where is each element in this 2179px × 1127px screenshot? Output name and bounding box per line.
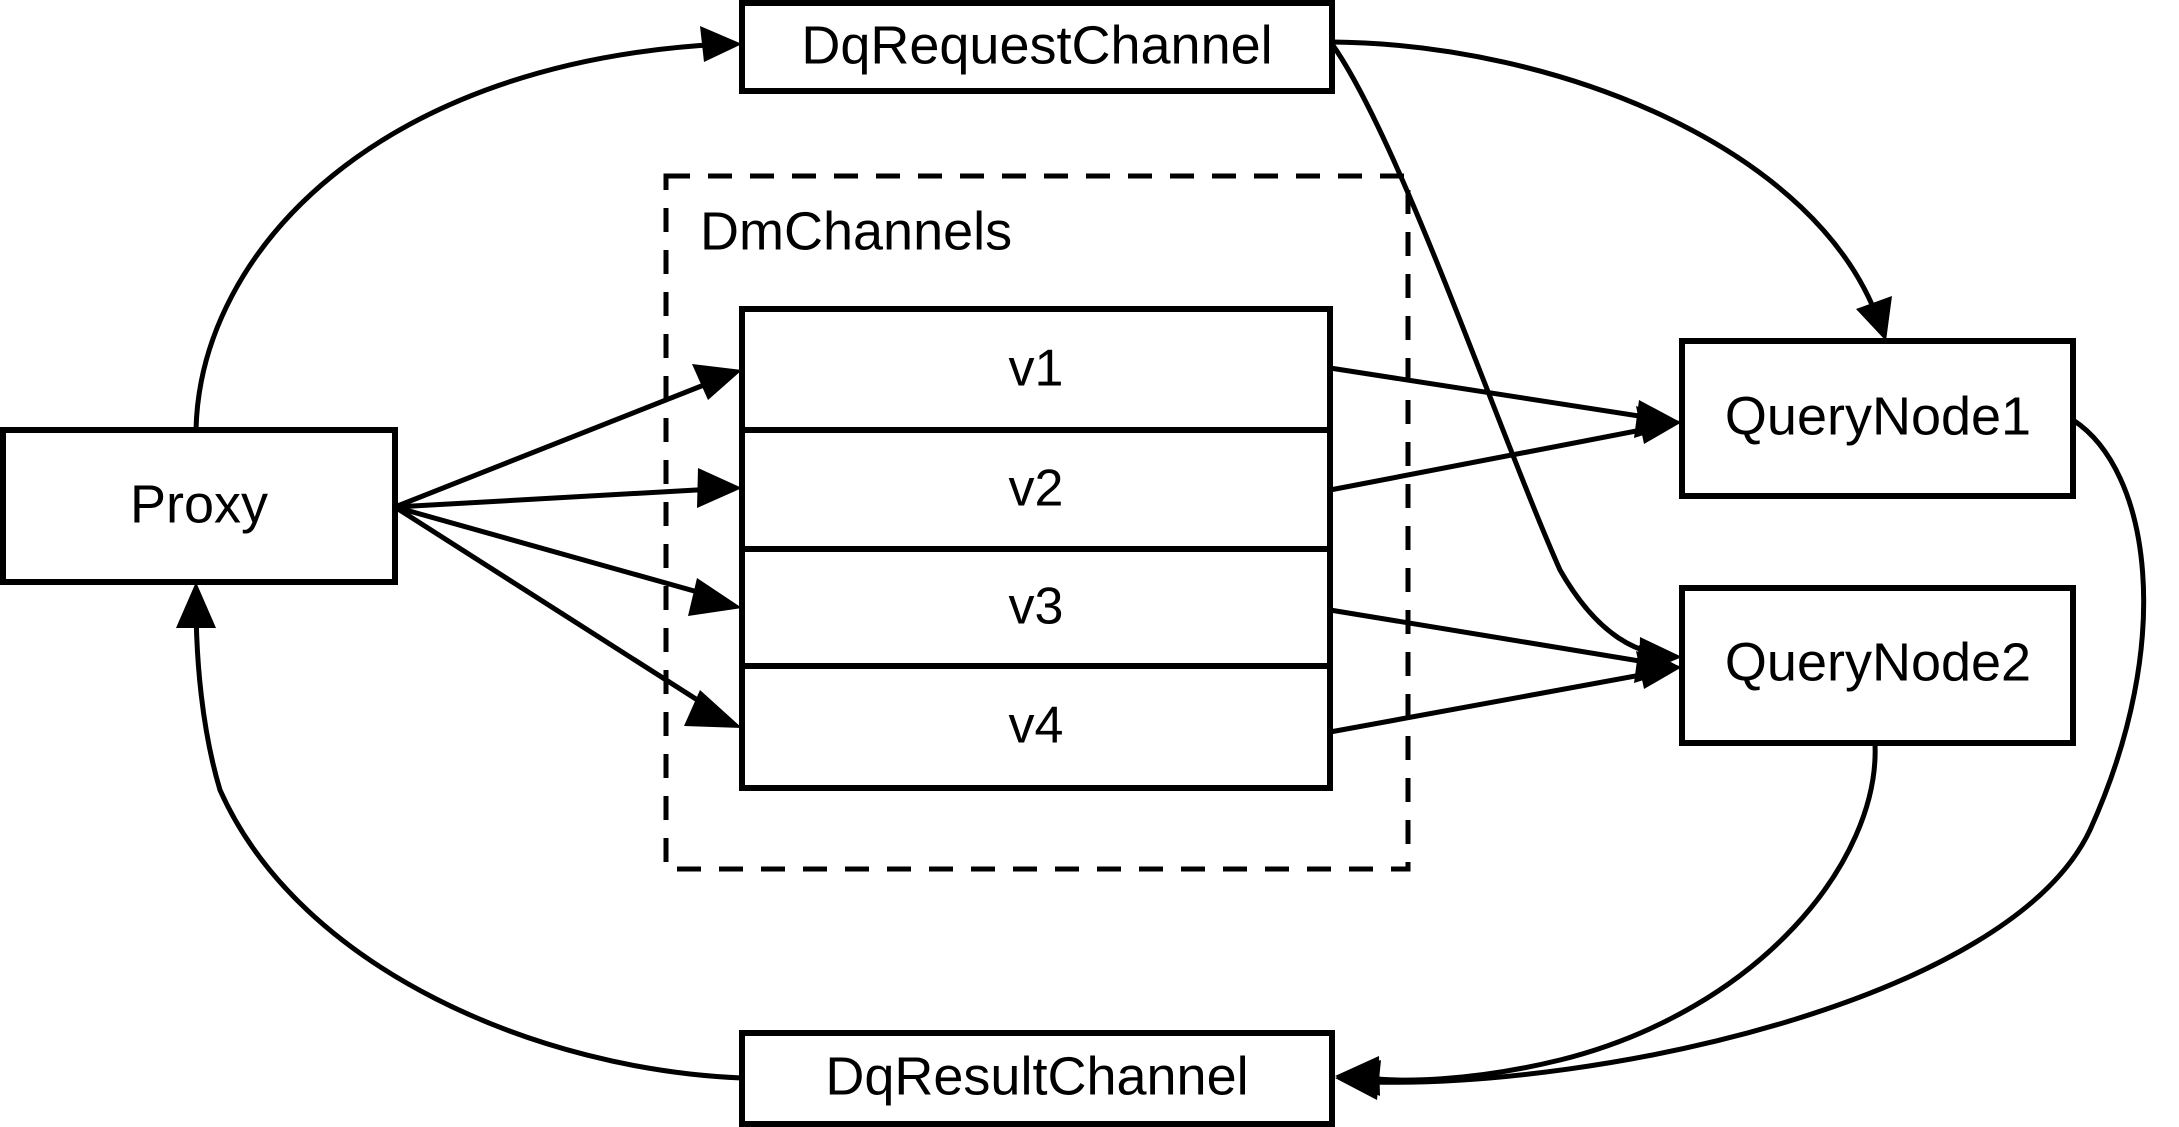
slot-label-v1[interactable]: v1 [1009,340,1064,398]
arrowhead-icon [692,364,742,400]
slot-label-v4[interactable]: v4 [1009,697,1064,755]
querynode1-label: QueryNode1 [1725,386,2031,446]
slot-label-v2[interactable]: v2 [1009,460,1064,518]
dmchannels-slot-table: v1 v2 v3 v4 [739,306,1333,791]
arrowhead-icon [688,578,742,616]
edge-dqresultchannel-to-proxy [176,582,743,1081]
arrowhead-icon [700,26,742,62]
edge-v2-to-querynode1 [1329,406,1682,493]
edge-dqrequestchannel-to-querynode2 [1329,42,1682,675]
arrowhead-icon [697,468,742,508]
node-querynode1[interactable]: QueryNode1 [1679,338,2076,499]
edge-proxy-to-v3 [394,504,742,616]
dmchannels-group: DmChannels [663,173,1411,872]
edge-proxy-to-v2 [394,468,742,510]
arrowhead-icon [1636,406,1682,444]
dqrequestchannel-label: DqRequestChannel [801,15,1272,75]
edge-v4-to-querynode2 [1329,651,1682,735]
dqresultchannel-label: DqResultChannel [825,1046,1248,1106]
edge-dqrequestchannel-to-querynode1 [1331,39,1892,341]
dqresultchannel-box[interactable] [739,1030,1335,1127]
edge-v1-to-querynode1 [1329,365,1682,438]
edge-querynode1-to-dqresultchannel [1335,417,2147,1100]
arrowhead-icon [1335,1056,1380,1096]
edge-proxy-to-dqrequestchannel [193,26,742,431]
dqrequestchannel-box[interactable] [739,0,1335,94]
proxy-box[interactable] [0,427,398,585]
dmchannels-group-border [663,173,1411,872]
arrowhead-icon [1856,296,1892,341]
querynode1-box[interactable] [1679,338,2076,499]
slot-label-v3[interactable]: v3 [1009,578,1064,636]
querynode2-label: QueryNode2 [1725,632,2031,692]
node-proxy[interactable]: Proxy [0,427,398,585]
arrowhead-icon [1636,651,1682,689]
querynode2-box[interactable] [1679,585,2076,746]
node-dqresultchannel[interactable]: DqResultChannel [739,1030,1335,1127]
node-dqrequestchannel[interactable]: DqRequestChannel [739,0,1335,94]
edge-proxy-to-v4 [393,504,742,728]
node-querynode2[interactable]: QueryNode2 [1679,585,2076,746]
edge-proxy-to-v1 [394,364,742,510]
arrowhead-icon [684,690,742,728]
proxy-label: Proxy [130,474,268,534]
arrowhead-icon [176,582,216,628]
dmchannels-group-label: DmChannels [700,201,1012,261]
edge-querynode2-to-dqresultchannel [1335,743,1878,1096]
